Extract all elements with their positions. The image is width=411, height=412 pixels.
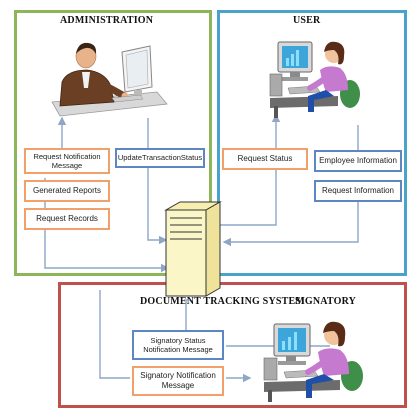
request-information-label: Request Information (321, 186, 395, 195)
signatory-notification-message-label: Signatory Notification Message (140, 371, 216, 390)
administration-title: ADMINISTRATION (60, 15, 154, 26)
generated-reports-label: Generated Reports (32, 186, 102, 195)
document-tracking-system-title: DOCUMENT TRACKING SYSTEM (140, 296, 306, 307)
signatory-status-notification-message-label: Signatory Status Notification Message (143, 335, 213, 354)
signatory-status-notification-message-box: Signatory Status Notification Message (132, 330, 224, 360)
signatory-notification-message-box: Signatory Notification Message (132, 366, 224, 396)
server-illustration (160, 200, 226, 300)
update-transaction-status-label: UpdateTransactionStatus (117, 153, 203, 163)
user-title: USER (293, 15, 321, 26)
request-records-box: Request Records (24, 208, 110, 230)
request-status-box: Request Status (222, 148, 308, 170)
update-transaction-status-box: UpdateTransactionStatus (115, 148, 205, 168)
generated-reports-box: Generated Reports (24, 180, 110, 202)
employee-information-box: Employee Information (314, 150, 402, 172)
woman-at-computer-illustration (268, 30, 368, 120)
request-information-box: Request Information (314, 180, 402, 202)
employee-information-label: Employee Information (319, 156, 397, 165)
signatory-woman-at-computer-illustration (262, 310, 372, 405)
administration-panel (14, 10, 212, 276)
user-panel (217, 10, 407, 276)
signatory-title: SIGNATORY (295, 296, 357, 307)
request-notification-message-label: Request Notification Message (33, 151, 101, 170)
office-worker-illustration (42, 32, 172, 117)
request-notification-message-box: Request Notification Message (24, 148, 110, 174)
request-status-label: Request Status (237, 154, 293, 163)
signatory-panel (58, 282, 407, 408)
request-records-label: Request Records (36, 214, 98, 223)
